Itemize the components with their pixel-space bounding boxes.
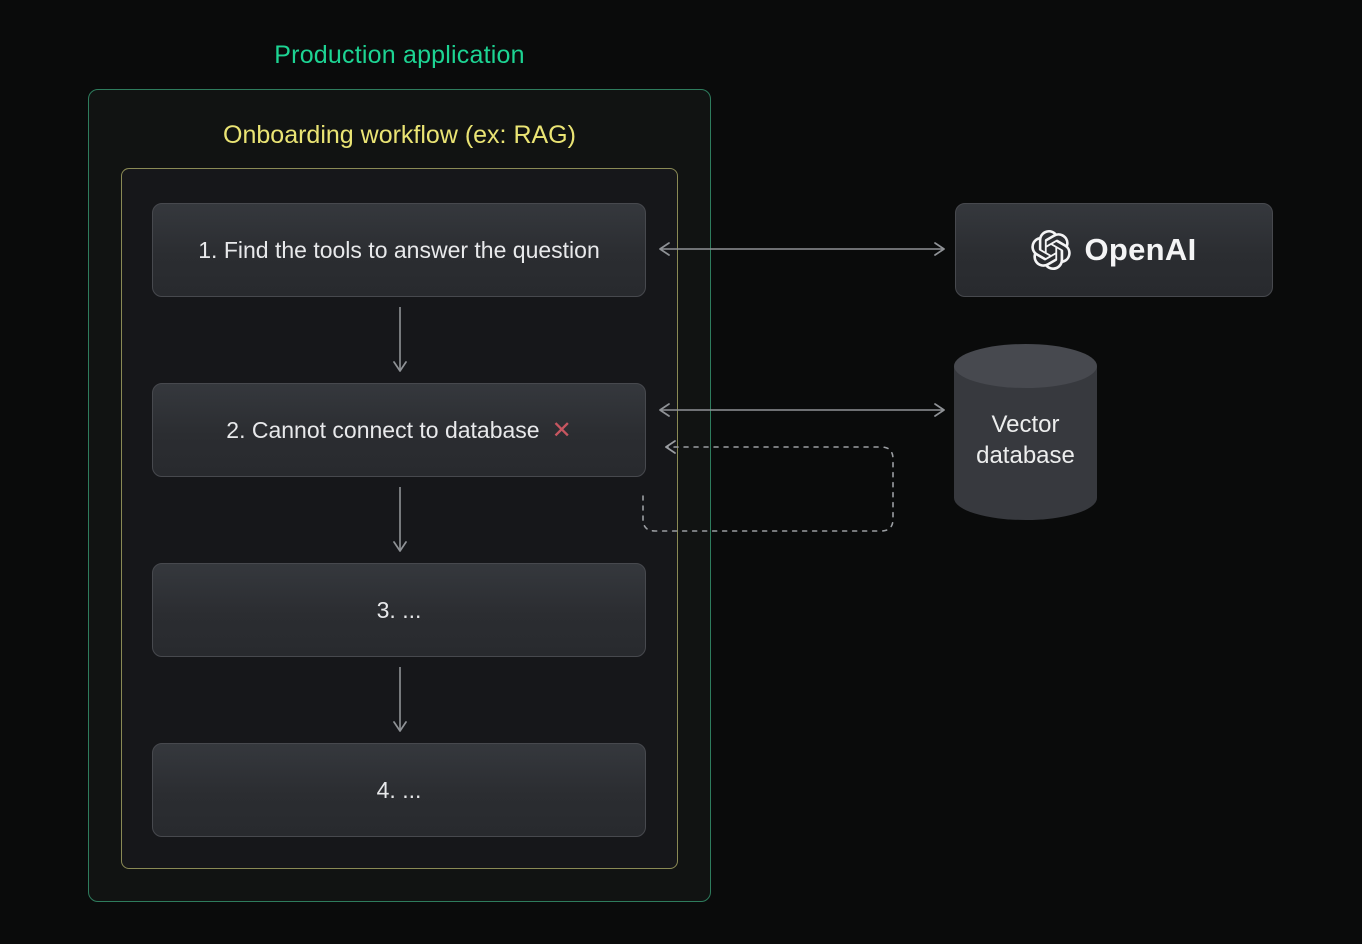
vector-database-cylinder-icon	[954, 344, 1097, 520]
production-application-title: Production application	[274, 41, 525, 69]
error-x-icon: ✕	[551, 416, 572, 444]
step-2-label: 2. Cannot connect to database	[226, 416, 540, 443]
step-3-label: 3. ...	[376, 596, 422, 623]
workflow-step-1: 1. Find the tools to answer the question	[152, 203, 646, 297]
workflow-step-2: 2. Cannot connect to database ✕	[152, 383, 646, 477]
step-1-label: 1. Find the tools to answer the question	[198, 236, 600, 263]
openai-node-label: OpenAI	[1084, 232, 1197, 267]
workflow-step-3: 3. ...	[152, 563, 646, 657]
step-4-label: 4. ...	[376, 776, 422, 803]
workflow-step-4: 4. ...	[152, 743, 646, 837]
onboarding-workflow-title: Onboarding workflow (ex: RAG)	[223, 121, 576, 149]
openai-logo-icon	[1031, 230, 1072, 270]
openai-node: OpenAI	[955, 203, 1273, 297]
vector-database-label: Vector database	[976, 411, 1075, 469]
